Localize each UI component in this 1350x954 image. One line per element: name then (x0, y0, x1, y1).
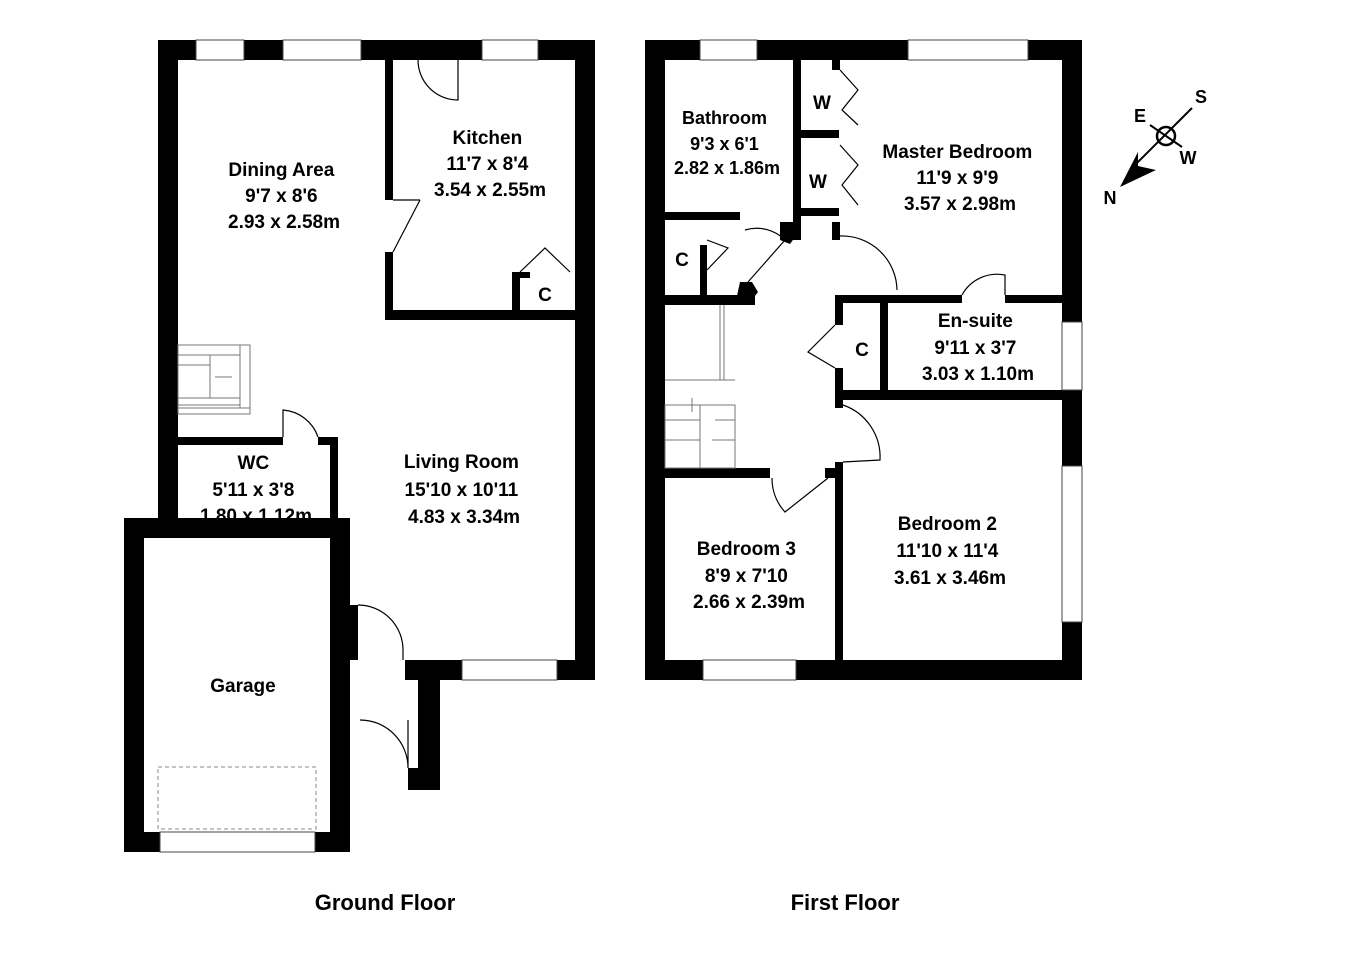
door (417, 59, 459, 101)
wardrobe-label: W (813, 93, 831, 114)
wall (835, 462, 843, 662)
room-label-garage: Garage (210, 676, 275, 697)
wall (780, 222, 800, 244)
wall (385, 60, 393, 200)
door (839, 235, 898, 291)
window (461, 659, 558, 681)
wall (408, 768, 420, 790)
cupboard-label: C (538, 285, 552, 306)
wall (512, 272, 520, 312)
wardrobe-door (839, 69, 859, 126)
room-label-bathroom: Bathroom 9'3 x 6'1 2.82 x 1.86m (674, 108, 780, 178)
cupboard-label: C (855, 340, 869, 361)
compass: N S E W (1104, 87, 1208, 208)
door (392, 199, 421, 253)
window (195, 39, 245, 61)
north-arrow-icon (1120, 152, 1156, 187)
door (357, 604, 404, 660)
wall (835, 295, 843, 325)
wall (735, 282, 758, 305)
cupboard-door (706, 239, 730, 271)
cupboard-label: C (675, 250, 689, 271)
door (282, 409, 319, 438)
wall (1005, 295, 1062, 303)
wall (575, 40, 595, 680)
door (961, 273, 1006, 296)
window (1061, 465, 1083, 623)
window (481, 39, 539, 61)
room-label-bedroom-3: Bedroom 3 8'9 x 7'10 2.66 x 2.39m (693, 539, 805, 613)
wall (158, 40, 178, 520)
compass-e: E (1134, 106, 1146, 126)
wall (178, 437, 283, 445)
door (771, 477, 829, 513)
wall (645, 40, 665, 680)
wall (418, 680, 440, 790)
wall (318, 437, 338, 445)
first-floor-label: First Floor (791, 890, 900, 915)
door (842, 404, 881, 463)
wall (665, 468, 770, 478)
wall (832, 222, 840, 240)
room-label-kitchen: Kitchen 11'7 x 8'4 3.54 x 2.55m (434, 128, 546, 201)
wall (385, 252, 393, 320)
garage-door (159, 831, 316, 853)
wall (793, 60, 801, 240)
room-label-living-room: Living Room 15'10 x 10'11 4.83 x 3.34m (404, 452, 524, 528)
patio-door (282, 39, 362, 61)
window (907, 39, 1029, 61)
cupboard-door (519, 247, 571, 273)
wall (825, 468, 843, 478)
wardrobe-door (839, 144, 859, 206)
wall (880, 303, 888, 398)
staircase (177, 344, 251, 414)
room-label-master-bedroom: Master Bedroom 11'9 x 9'9 3.57 x 2.98m (882, 142, 1037, 215)
wall (835, 390, 1062, 400)
staircase (664, 305, 736, 469)
wall (124, 518, 144, 852)
wall (665, 295, 755, 305)
compass-s: S (1195, 87, 1207, 107)
ground-floor-label: Ground Floor (315, 890, 456, 915)
garage-door-overhead (157, 766, 317, 830)
wall (665, 212, 740, 220)
wall (330, 437, 338, 537)
wall (124, 518, 350, 538)
wall (801, 208, 839, 216)
wall (835, 295, 962, 303)
wardrobe-label: W (809, 172, 827, 193)
front-door (359, 719, 409, 769)
compass-w: W (1180, 148, 1197, 168)
room-label-dining-area: Dining Area 9'7 x 8'6 2.93 x 2.58m (228, 160, 340, 233)
wall (350, 605, 358, 660)
ground-floor-plan: Dining Area 9'7 x 8'6 2.93 x 2.58m Kitch… (124, 39, 595, 915)
room-label-wc: WC 5'11 x 3'8 1.80 x 1.12m (200, 453, 312, 527)
wall (512, 272, 530, 278)
room-label-en-suite: En-suite 9'11 x 3'7 3.03 x 1.10m (922, 311, 1034, 385)
window (1061, 321, 1083, 391)
wall (835, 368, 843, 408)
window (699, 39, 758, 61)
window (702, 659, 797, 681)
door (744, 227, 786, 283)
wall (801, 130, 839, 138)
wall (385, 310, 575, 320)
cupboard-door (807, 324, 836, 369)
wall (338, 660, 350, 790)
compass-n: N (1104, 188, 1117, 208)
stair-landing (177, 407, 251, 415)
room-label-bedroom-2: Bedroom 2 11'10 x 11'4 3.61 x 3.46m (894, 514, 1006, 589)
wall (832, 60, 840, 70)
wall (700, 245, 707, 300)
first-floor-plan: Bathroom 9'3 x 6'1 2.82 x 1.86m Master B… (645, 39, 1083, 915)
